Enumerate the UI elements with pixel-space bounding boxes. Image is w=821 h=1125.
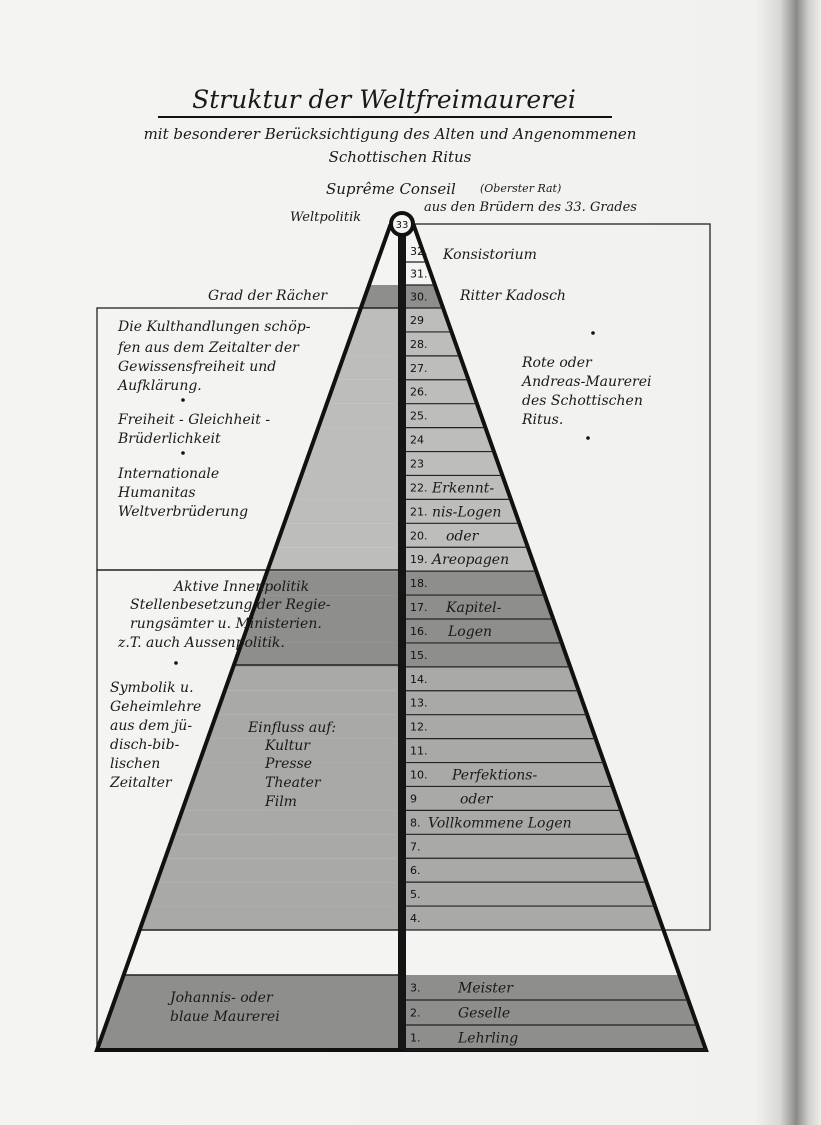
text-line: Die Kulthandlungen schöp- (117, 319, 311, 335)
rote-maurerei-text: Rote oder Andreas-Maurerei des Schottisc… (520, 355, 651, 428)
text-line: Gewissensfreiheit und (118, 359, 276, 375)
degree-number: 9 (410, 792, 417, 805)
left-middle-text: Aktive Innenpolitik Stellenbesetzung der… (117, 579, 331, 651)
degree-group-label: oder (446, 528, 480, 544)
degree-number: 18. (410, 577, 428, 590)
degree-number: 11. (410, 745, 428, 758)
text-line: Aktive Innenpolitik (172, 579, 309, 595)
degree-group-label: Lehrling (457, 1031, 518, 1047)
text-line: Rote oder (521, 355, 593, 371)
subtitle-line-1: mit besonderer Berücksichtigung des Alte… (144, 125, 637, 143)
degree-number: 24 (410, 434, 424, 447)
text-line: Zeitalter (109, 775, 173, 791)
apex-circle (389, 211, 415, 237)
degree-number: 3. (410, 982, 421, 995)
text-line: disch-bib- (110, 737, 180, 753)
konsistorium-label: Konsistorium (442, 247, 537, 263)
text-line: Andreas-Maurerei (520, 374, 651, 390)
text-line: fen aus dem Zeitalter der (117, 340, 300, 356)
degree-number: 26. (410, 386, 428, 399)
degree-number: 16. (410, 625, 428, 638)
text-line: des Schottischen (522, 393, 643, 409)
degree-number: 10. (410, 769, 428, 782)
degree-group-label: Kapitel- (445, 600, 502, 616)
text-line: aus dem jü- (110, 718, 192, 734)
text-line: Theater (265, 775, 322, 791)
degree-number: 19. (410, 553, 428, 566)
degree-number: 15. (410, 649, 428, 662)
degree-number: 28. (410, 338, 428, 351)
degree-group-label: nis-Logen (432, 504, 501, 520)
degree-number: 14. (410, 673, 428, 686)
text-line: Johannis- oder (167, 990, 274, 1006)
degree-number: 21. (410, 505, 428, 518)
text-line: Film (264, 794, 297, 810)
text-line: lischen (110, 756, 160, 772)
degree-number: 27. (410, 362, 428, 375)
text-line: Stellenbesetzung der Regie- (130, 597, 331, 613)
brothers-33-label: aus den Brüdern des 33. Grades (424, 200, 637, 215)
text-line: Freiheit - Gleichheit - (117, 412, 270, 428)
text-line: Geheimlehre (110, 699, 201, 715)
text-line: Brüderlichkeit (117, 431, 221, 447)
degree-number: 2. (410, 1007, 421, 1020)
degree-group-label: Meister (457, 981, 514, 997)
johannis-text: Johannis- oder blaue Maurerei (167, 990, 280, 1025)
text-line: Weltverbrüderung (118, 504, 248, 520)
text-line: blaue Maurerei (170, 1009, 280, 1025)
degree-number: 4. (410, 912, 421, 925)
degree-number: 12. (410, 721, 428, 734)
bullet-dots (174, 331, 595, 665)
diagram-title: Struktur der Weltfreimaurerei (192, 85, 576, 114)
degree-number: 6. (410, 864, 421, 877)
degree-number: 5. (410, 888, 421, 901)
subtitle-line-2: Schottischen Ritus (329, 148, 472, 166)
degree-number: 25. (410, 410, 428, 423)
text-line: rungsämter u. Ministerien. (130, 616, 322, 632)
degree-number: 31. (410, 268, 428, 281)
text-line: Humanitas (117, 485, 196, 501)
text-line: Ritus. (521, 412, 563, 428)
degree-number: 17. (410, 601, 428, 614)
einfluss-text: Einfluss auf: Kultur Presse Theater Film (247, 720, 336, 810)
degree-number: 22. (410, 481, 428, 494)
supreme-conseil-label: Suprême Conseil (326, 180, 456, 198)
degree-group-label: Erkennt- (431, 480, 494, 496)
oberster-rat-label: (Oberster Rat) (480, 182, 561, 195)
degree-number: 29 (410, 314, 424, 327)
grad-der-raecher-label: Grad der Rächer (208, 288, 328, 304)
degree-number: 23 (410, 458, 424, 471)
ritter-kadosch-label: Ritter Kadosch (459, 288, 566, 304)
degree-group-label: Logen (447, 624, 492, 640)
central-spine (398, 226, 406, 1050)
degree-number: 8. (410, 816, 421, 829)
text-line: Presse (264, 756, 312, 772)
text-line: Internationale (117, 466, 219, 482)
degree-number: 1. (410, 1032, 421, 1045)
text-line: Aufklärung. (116, 378, 202, 394)
degree-number: 20. (410, 529, 428, 542)
text-line: Einfluss auf: (247, 720, 336, 736)
degree-number: 32. (410, 245, 428, 258)
apex-degree: 33 (396, 220, 409, 231)
degree-group-label: oder (460, 791, 494, 807)
degree-group-label: Perfektions- (451, 768, 537, 784)
degree-group-label: Vollkommene Logen (428, 815, 572, 831)
degree-group-label: Areopagen (430, 552, 509, 568)
symbolik-text: Symbolik u. Geheimlehre aus dem jü- disc… (109, 680, 201, 791)
degree-group-label: Geselle (458, 1006, 510, 1022)
degree-rows: 32. 31. 30. 29 28. 27. 26. 25. 24 23 22.Erkennt-21… (406, 245, 706, 1051)
text-line: Symbolik u. (110, 680, 194, 696)
degree-number: 13. (410, 697, 428, 710)
left-upper-text: Die Kulthandlungen schöp- fen aus dem Ze… (116, 319, 311, 520)
text-line: Kultur (264, 738, 311, 754)
degree-number: 30. (410, 291, 428, 304)
degree-number: 7. (410, 840, 421, 853)
text-line: z.T. auch Aussenpolitik. (117, 635, 285, 651)
weltpolitik-label: Weltpolitik (290, 210, 361, 225)
